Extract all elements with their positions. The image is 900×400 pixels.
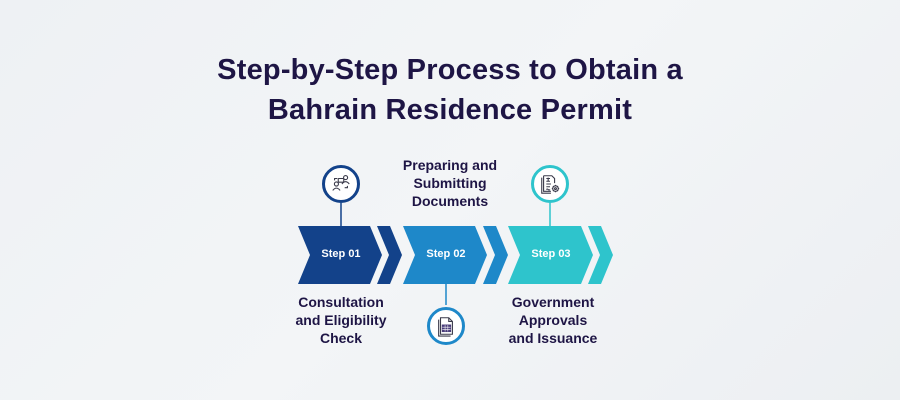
step-02-caption: Preparing and Submitting Documents xyxy=(402,157,498,209)
legal-document-gear-icon xyxy=(531,165,569,203)
page-title: Step-by-Step Process to Obtain a Bahrain… xyxy=(0,50,900,130)
step-03-small-chevron xyxy=(588,226,613,284)
title-line-1: Step-by-Step Process to Obtain a xyxy=(217,54,683,86)
step-02-small-chevron xyxy=(483,226,508,284)
consultation-people-icon xyxy=(322,165,360,203)
step-02-chevron xyxy=(403,226,487,284)
step-01-small-chevron xyxy=(377,226,402,284)
document-spreadsheet-icon xyxy=(427,307,465,345)
title-line-2: Bahrain Residence Permit xyxy=(267,94,633,126)
step-03-chevron xyxy=(508,226,593,284)
step-03-label: Step 03 xyxy=(531,248,571,260)
step-02-label: Step 02 xyxy=(426,248,466,260)
step-03-caption: Government Approvals and Issuance xyxy=(508,294,598,346)
step-01-caption: Consultation and Eligibility Check xyxy=(295,294,387,346)
step-01-label: Step 01 xyxy=(321,248,361,260)
step-01-chevron xyxy=(298,226,382,284)
